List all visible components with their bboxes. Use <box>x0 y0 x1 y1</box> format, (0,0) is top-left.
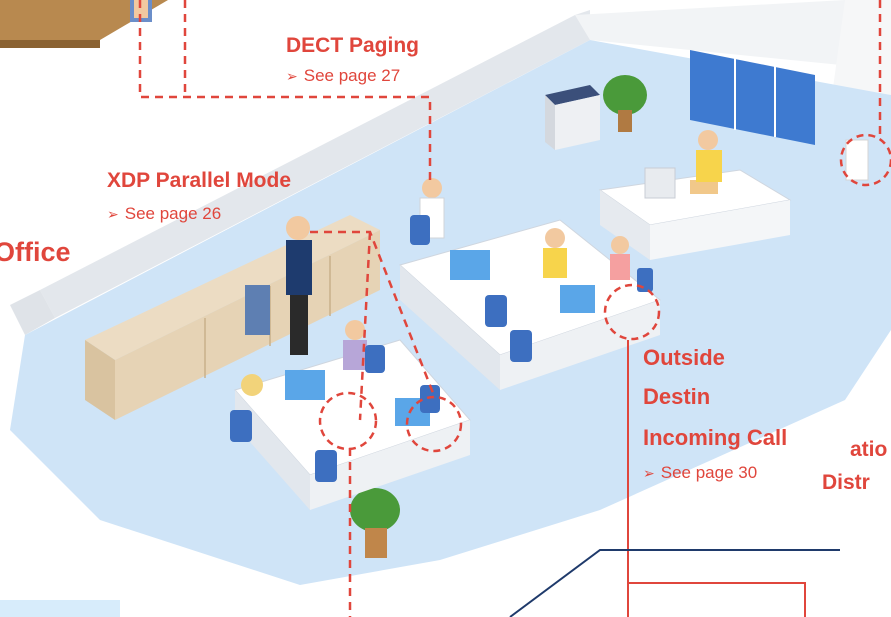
dect-paging-callout-line <box>138 0 432 180</box>
xdp-parallel-page-ref[interactable]: ➢ See page 26 <box>107 204 221 224</box>
xdp-parallel-ref-text: See page 26 <box>124 204 222 223</box>
outside-call-line <box>627 340 806 617</box>
copier <box>545 85 600 150</box>
plant-back <box>603 75 647 132</box>
xdp-parallel-mode-label: XDP Parallel Mode <box>107 169 292 192</box>
desk-cluster-front <box>234 320 471 510</box>
incoming-call-ref-text: See page 30 <box>660 463 758 482</box>
chairs <box>230 215 653 482</box>
desk-phone-marker-front-left <box>318 391 378 451</box>
windows <box>690 50 815 145</box>
truncated-label-distr: Distr <box>822 471 870 494</box>
outside-label: Outside <box>643 345 725 370</box>
bullet-arrow-icon: ➢ <box>643 465 655 481</box>
network-line <box>509 549 840 617</box>
dect-paging-label: DECT Paging <box>286 34 420 57</box>
bullet-arrow-icon: ➢ <box>107 206 119 222</box>
desk-phone-marker-front-right <box>405 395 463 453</box>
room-walls <box>10 0 891 335</box>
standing-person <box>286 216 312 355</box>
truncated-label-atio: atio <box>850 438 888 461</box>
desk-cluster-middle <box>398 178 662 390</box>
bullet-arrow-icon: ➢ <box>286 68 298 84</box>
phone-markers <box>318 133 891 453</box>
dect-paging-page-ref[interactable]: ➢ See page 27 <box>286 66 400 86</box>
xdp-parallel-callout-line <box>310 230 437 421</box>
office-label: Office <box>0 237 71 267</box>
dect-paging-ref-text: See page 27 <box>303 66 401 85</box>
incoming-call-label: Incoming Call <box>643 425 788 450</box>
destination-label: Destin <box>643 384 711 409</box>
adjacent-room-edge <box>0 600 120 617</box>
plant-front <box>350 488 400 558</box>
desk-phone-marker-middle <box>603 283 661 341</box>
manager-desk <box>598 130 792 260</box>
upper-room-floor <box>0 0 168 48</box>
base-station-marker <box>839 133 891 187</box>
incoming-call-page-ref[interactable]: ➢ See page 30 <box>643 463 757 483</box>
wall-base-station <box>845 139 869 181</box>
